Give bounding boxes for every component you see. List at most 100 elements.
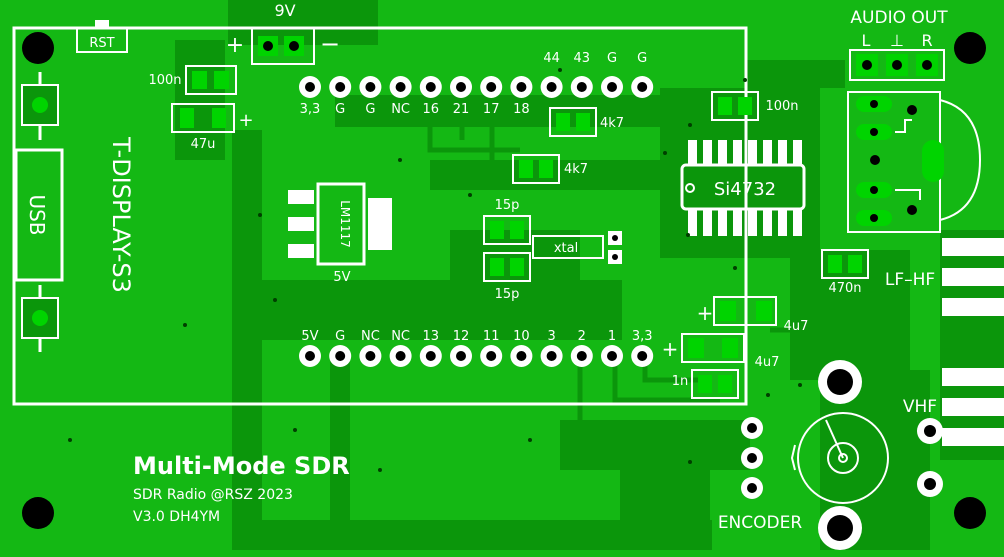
cap-15p-bottom-label: 15p [495,287,520,302]
si4732-pin-bottom [718,209,727,236]
si4732-pin-top [763,140,772,165]
lf-hf-label: LF–HF [885,270,935,290]
si4732-pin-bottom [688,209,697,236]
cap-15p-top-label: 15p [495,198,520,213]
si4732-body [680,163,806,211]
header-top-pin [359,76,382,98]
header-top-upper-label: 43 [574,51,591,66]
header-top-pin-label: G [335,102,345,117]
board-title: Multi-Mode SDR [133,452,350,480]
usb-outline [14,148,64,282]
header-top-pin [570,76,593,98]
cap-470n [821,249,869,279]
res-4k7-top [549,107,597,137]
header-bottom-pin-label: 2 [578,329,586,344]
header-top-pin [329,76,352,98]
regulator-5v-label: 5V [333,270,350,285]
header-top-pin-label: NC [391,102,410,117]
si4732-pin-bottom [793,209,802,236]
header-bottom-pin [389,345,412,367]
rst-label: RST [89,36,114,51]
header-bottom-pin-label: 11 [483,329,500,344]
header-bottom-pin-label: 5V [301,329,318,344]
side-button-top [21,72,59,140]
header-top-pin [540,76,563,98]
res-4k7-mid [512,154,560,184]
header-bottom-pin [359,345,382,367]
header-bottom-pin-label: 13 [423,329,440,344]
header-bottom-pin [601,345,623,367]
mounting-hole-tl [22,32,54,64]
res-4k7-top-label: 4k7 [600,116,624,131]
header-top-pin [510,76,533,98]
si4732-pins [688,140,802,236]
si4732-pin-bottom [748,209,757,236]
header-bottom-pin-label: 12 [453,329,470,344]
lf-hf-edge-pads [942,238,1004,316]
module-label: T-DISPLAY-S3 [107,136,135,293]
thin-traces [427,60,823,463]
cap-4u7-bottom-plus: + [662,337,679,361]
header-top-pin-label: 3,3 [300,102,321,117]
cap-1n-label: 1n [672,374,689,389]
cap-15p-bottom [483,252,531,282]
header-bottom-pin [540,345,563,367]
cap-100n-left [185,65,237,95]
header-top-pin-label: 18 [513,102,530,117]
header-bottom-pin [510,345,533,367]
header-top-pin-label: 17 [483,102,500,117]
encoder-label: ENCODER [718,513,803,533]
board-version: V3.0 DH4YM [133,509,220,525]
header-top-pin [631,76,654,98]
header-top-pin [601,76,623,98]
header-top-pin [299,76,321,98]
audio-l-label: L [862,31,871,50]
si4732-pin-top [718,140,727,165]
header-bottom-pin-label: 3 [547,329,555,344]
si4732-pin-top [748,140,757,165]
si4732-pin-bottom [778,209,787,236]
cap-4u7-top-label: 4u7 [784,319,809,334]
module-outline [12,26,748,406]
header-bottom-pin [329,345,352,367]
header-bottom-pin [299,345,321,367]
audio-jack [847,91,982,233]
cap-100n-right [711,91,759,121]
si4732-pin-bottom [763,209,772,236]
cap-470n-label: 470n [828,281,861,296]
header-top-pin-label: G [365,102,375,117]
cap-4u7-bottom [681,333,745,363]
header-top-pin-label: 21 [453,102,470,117]
si4732-pin-top [688,140,697,165]
header-bottom-pin-label: 10 [513,329,530,344]
header-bottom-pin-label: 1 [608,329,616,344]
audio-out-label: AUDIO OUT [850,8,948,28]
header-top-upper-label: G [637,51,647,66]
lm1117-regulator [288,182,392,266]
vias [68,68,802,472]
power-plus-label: + [226,33,244,58]
header-bottom-pin [450,345,472,367]
power-9v-label: 9V [274,1,295,20]
header-bottom-pin [570,345,593,367]
cap-4u7-bottom-label: 4u7 [755,355,780,370]
cap-100n-right-label: 100n [765,99,798,114]
cap-47u-label: 47u [191,137,216,152]
res-4k7-mid-label: 4k7 [564,162,588,177]
si4732-pin-top [793,140,802,165]
cap-4u7-top [713,296,777,326]
mounting-hole-br [954,497,986,529]
usb-label: USB [25,194,49,235]
audio-gnd-label: ⊥ [890,31,904,50]
header-bottom-pin-label: NC [391,329,410,344]
si4732-pin-top [703,140,712,165]
header-bottom-pin-label: G [335,329,345,344]
audio-connector [849,49,945,81]
header-top-pin [450,76,472,98]
si4732-pin-top [778,140,787,165]
vhf-label: VHF [903,397,937,417]
